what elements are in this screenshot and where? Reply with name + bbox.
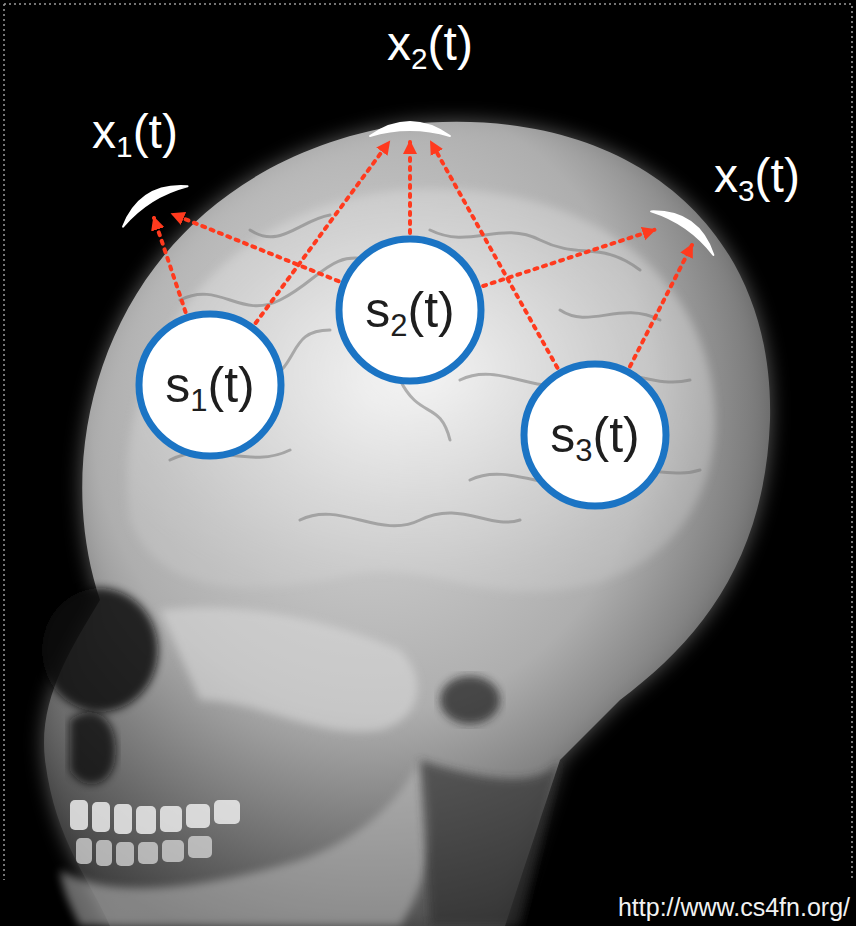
electrode-shape <box>648 205 728 245</box>
signal-arrow <box>630 245 692 366</box>
signal-arrow <box>483 230 654 286</box>
signal-arrow <box>408 142 412 233</box>
sensor-electrode: x2(t) <box>368 110 452 142</box>
source-circle: s1(t) <box>135 310 285 460</box>
source-label: s2(t) <box>365 285 454 335</box>
electrode-shape <box>110 178 190 218</box>
source-circle: s3(t) <box>520 360 670 510</box>
signal-arrow <box>172 214 338 281</box>
sensor-electrode: x3(t) <box>648 205 728 245</box>
sensor-label: x2(t) <box>387 20 473 68</box>
source-label: s1(t) <box>165 360 254 410</box>
electrode-shape <box>368 110 452 142</box>
watermark: http://www.cs4fn.org/ <box>618 895 850 920</box>
source-circle: s2(t) <box>335 235 485 385</box>
sensor-label: x1(t) <box>92 108 178 156</box>
sensor-label: x3(t) <box>714 152 800 200</box>
sensor-electrode: x1(t) <box>110 178 190 218</box>
signal-arrow <box>154 218 186 312</box>
source-label: s3(t) <box>550 410 639 460</box>
